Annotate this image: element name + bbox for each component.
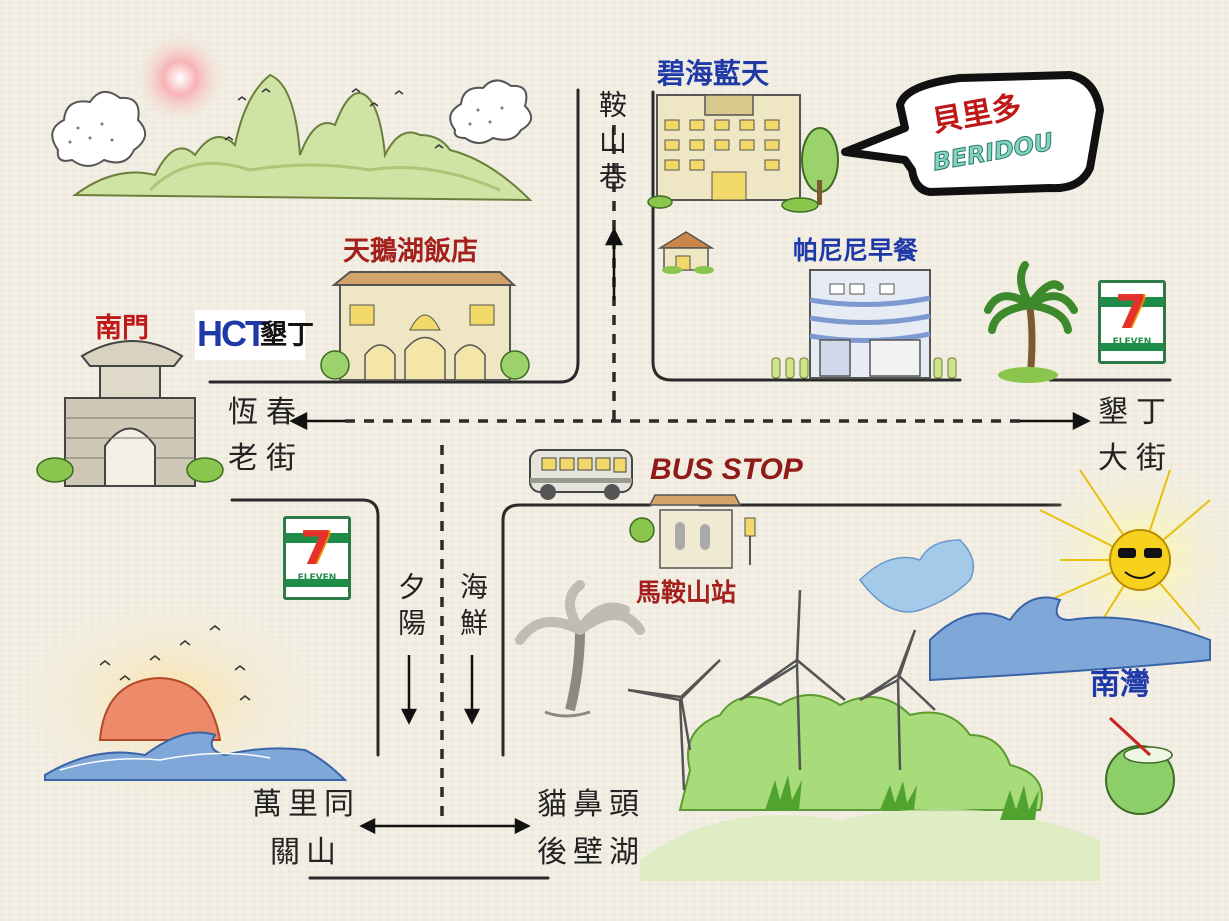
hct-logo-bg [195,310,305,360]
building-icon [771,269,957,379]
beridou-sign-icon [841,71,1104,196]
label-hct-kenting: 墾丁 [260,320,314,351]
label-bus-stop: BUS STOP [650,453,803,486]
palm-tree-icon [515,580,645,718]
pink-sun-icon [132,30,228,126]
building-icon [656,94,801,201]
sunset-sun-icon [98,676,222,741]
wave-icon [929,596,1211,682]
label-kenting-main-street-2: 大街 [1098,441,1174,476]
cloud-icon [449,79,532,144]
label-hengchun-old-street-1: 恆春 [228,395,304,430]
hct-logo: HCT [197,313,267,354]
label-wanli-tong: 萬里同 [252,787,360,822]
grass-icon [765,775,1039,820]
label-houbihu: 後壁湖 [537,835,645,870]
direction-arrows [289,227,1091,835]
wind-turbine-icon [627,589,936,791]
tree-icon [647,127,839,213]
coconut-icon [1105,716,1175,815]
building-icon [320,271,530,381]
road-lines [208,88,1172,880]
label-bihai-lantian: 碧海藍天 [657,57,770,90]
bush-icon [640,694,1100,881]
label-kenting-main-street-1: 墾丁 [1098,395,1174,430]
bird-icon [224,88,444,149]
seven-eleven-logo-left: 7 ELEVEN [283,516,351,600]
label-south-gate: 南門 [95,313,149,344]
palm-tree-icon [984,261,1078,383]
label-maobitou: 貓鼻頭 [537,787,645,822]
label-sunset: 夕陽 [394,572,427,644]
dashed-roads [345,125,1020,820]
label-seafood: 海鮮 [456,572,489,644]
seven-eleven-logo-top-right: 7 ELEVEN [1098,280,1166,364]
mountain-icon [72,73,533,202]
label-anshan-lane: 鞍山巷 [595,90,628,198]
label-panini-breakfast: 帕尼尼早餐 [793,236,919,265]
wave-icon [44,731,348,781]
gate-icon [36,340,224,487]
label-tiane-hotel: 天鵝湖飯店 [343,236,478,267]
label-guanshan: 關山 [270,835,342,870]
bus-icon [529,449,633,500]
label-nanwan: 南灣 [1090,667,1150,702]
house-icon [657,231,715,274]
cloud-icon [51,91,146,167]
sun-icon [1039,469,1211,641]
label-hengchun-old-street-2: 老街 [228,441,304,476]
bus-shelter-icon [629,494,756,569]
label-maanshan-station: 馬鞍山站 [636,578,737,607]
water-splash-icon [859,539,975,613]
bird-icon [99,625,251,701]
